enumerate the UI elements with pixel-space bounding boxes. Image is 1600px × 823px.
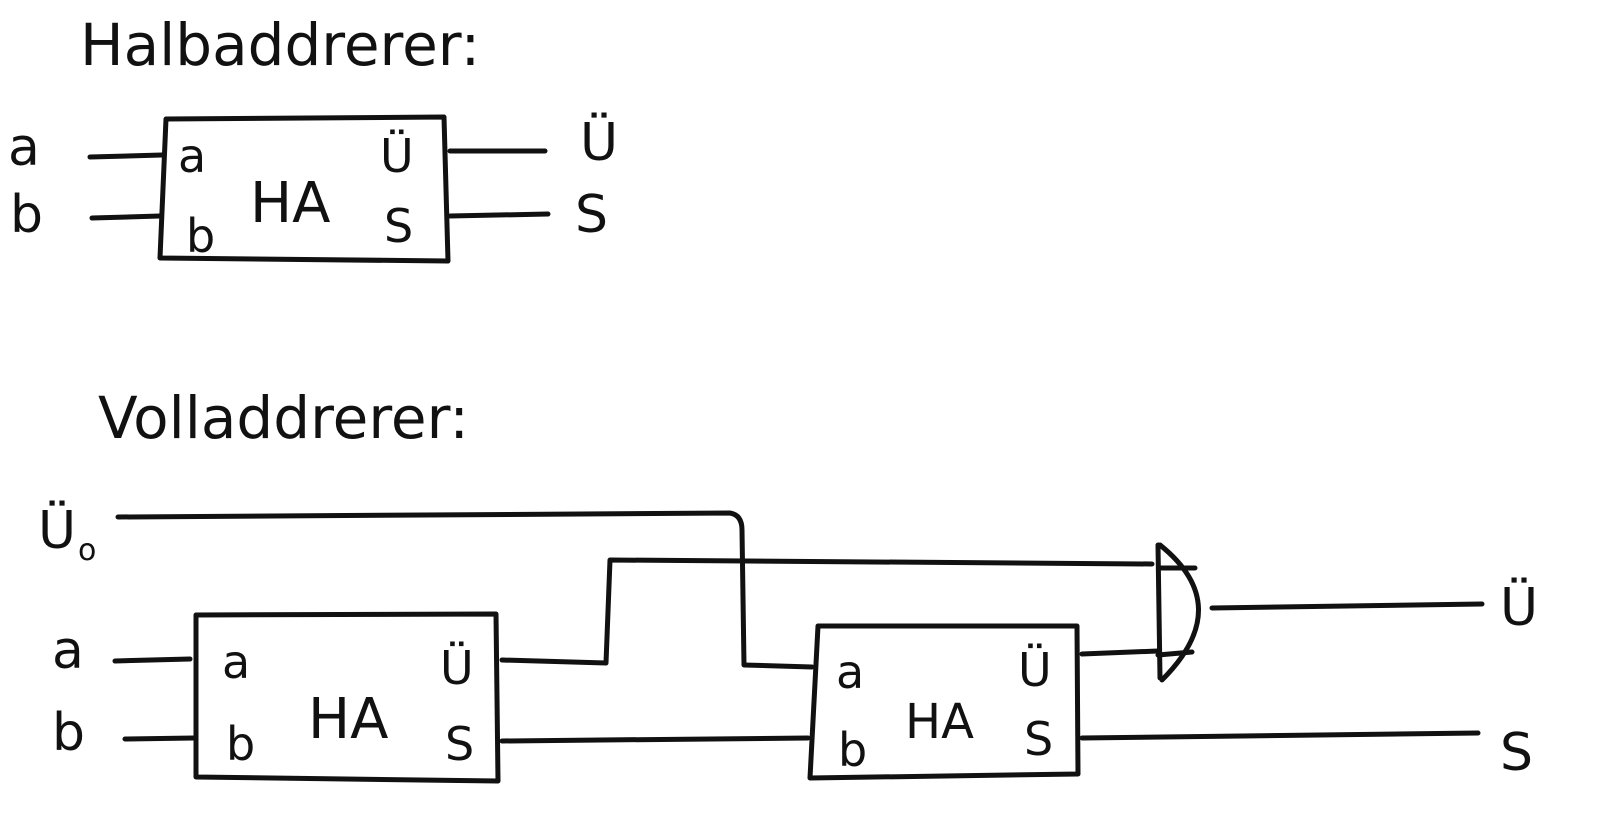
fa-input-a-wire (112, 656, 193, 664)
fa-ha2-port-sum: S (1024, 712, 1053, 766)
fa-ha2-carry-to-or-wire (1079, 648, 1161, 657)
ha-block (157, 114, 451, 264)
fa-carry-in-wire (115, 510, 815, 670)
ha-input-b-label: b (10, 185, 43, 245)
fa-carry-out-label: Ü (1500, 577, 1538, 638)
ha-port-b: b (186, 209, 215, 263)
fa-sum-out-wire (1079, 730, 1481, 741)
fa-ha1-carry-to-or-wire (499, 557, 1155, 666)
fa-ha2-block (807, 623, 1081, 781)
fa-ha1-port-a: a (222, 635, 250, 689)
fa-ha1-block-label: HA (308, 687, 388, 752)
half-adder-title: Halbaddrerer: (80, 11, 480, 79)
ha-port-carry: Ü (380, 129, 414, 183)
or-gate-back (1155, 542, 1163, 681)
ha-input-a-wire (87, 152, 165, 160)
or-gate-body (1157, 542, 1201, 683)
or-gate-inputs (1155, 565, 1198, 658)
fa-carry-in-label: Ü (38, 500, 76, 561)
full-adder-title: Volladdrerer: (98, 384, 469, 452)
fa-sum-out-label: S (1500, 723, 1533, 783)
fa-ha1-port-b: b (226, 717, 255, 771)
fa-ha2-block-label: HA (905, 694, 974, 750)
fa-input-b-label: b (52, 703, 85, 763)
fa-ha1-block (193, 611, 501, 784)
fa-ha1-sum-to-ha2-wire (499, 735, 811, 744)
ha-carry-out-label: Ü (580, 112, 618, 173)
ha-input-a-label: a (8, 118, 40, 178)
ha-sum-out-wire (447, 211, 551, 219)
fa-ha1-port-sum: S (445, 717, 474, 771)
fa-input-a-label: a (52, 621, 84, 681)
ha-port-a: a (178, 129, 206, 183)
fa-ha2-port-a: a (836, 645, 864, 699)
fa-ha2-port-carry: Ü (1018, 643, 1052, 697)
ha-input-b-wire (89, 213, 163, 221)
ha-block-label: HA (250, 171, 330, 236)
fa-ha2-port-b: b (838, 723, 867, 777)
fa-carry-out-wire (1209, 601, 1485, 611)
fa-input-b-wire (122, 735, 197, 742)
ha-sum-out-label: S (575, 185, 608, 245)
fa-carry-in-subscript: o (78, 533, 96, 568)
fa-ha1-port-carry: Ü (440, 641, 474, 695)
ha-port-sum: S (384, 199, 413, 253)
